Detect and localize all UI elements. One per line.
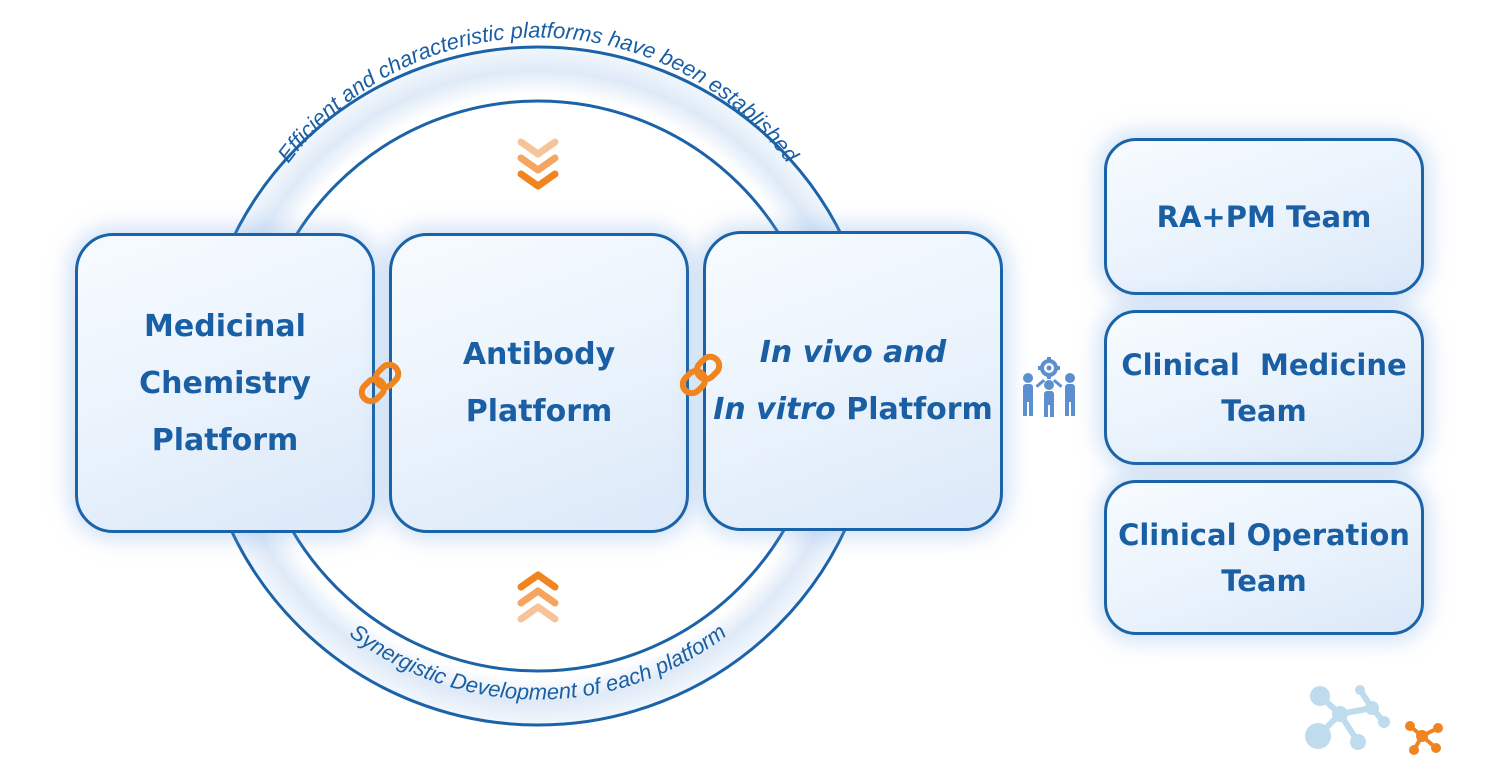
- card-line: Medicinal: [144, 308, 306, 344]
- card-line-italic: In vitro: [713, 392, 836, 427]
- card-line: In vivo and: [759, 335, 947, 370]
- card-line: Antibody: [462, 337, 616, 372]
- chevron-up-icon: [517, 571, 559, 623]
- antibody-platform-card: Antibody Platform: [389, 233, 689, 533]
- in-vivo-in-vitro-platform-card: In vivo and In vitro Platform: [703, 231, 1003, 531]
- clinical-operation-team-card: Clinical Operation Team: [1104, 480, 1424, 635]
- link-icon: [679, 353, 723, 397]
- card-line: Platform: [151, 422, 299, 458]
- chevron-down-icon: [517, 138, 559, 190]
- card-line: In vitro Platform: [713, 381, 993, 438]
- molecule-icon: [1305, 685, 1443, 755]
- card-line: Chemistry: [139, 365, 311, 401]
- link-icon: [358, 361, 402, 405]
- card-line: Clinical Operation: [1118, 517, 1410, 552]
- card-line: Team: [1221, 393, 1307, 428]
- card-line-rest: Platform: [835, 392, 993, 427]
- card-line: Team: [1221, 563, 1307, 598]
- team-gears-icon: [1023, 357, 1075, 417]
- medicinal-chemistry-platform-card: Medicinal Chemistry Platform: [75, 233, 375, 533]
- clinical-medicine-team-card: Clinical Medicine Team: [1104, 310, 1424, 465]
- card-line: RA+PM Team: [1156, 199, 1372, 234]
- ra-pm-team-card: RA+PM Team: [1104, 138, 1424, 295]
- card-line: Platform: [465, 394, 613, 429]
- card-line: Clinical Medicine: [1121, 347, 1407, 382]
